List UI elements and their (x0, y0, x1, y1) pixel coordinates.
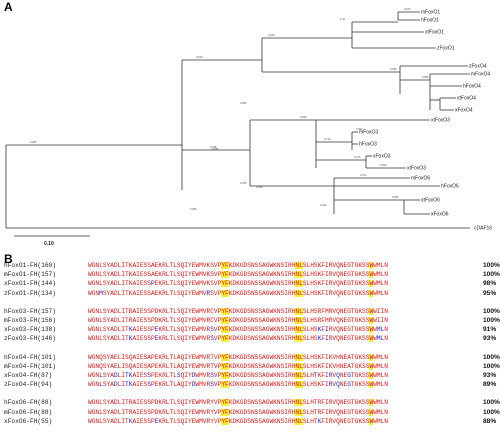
bootstrap-value: 0.917 (360, 173, 367, 177)
sequence-residues: WGNLSYADLITKAIESSPEKRLTLSQIYEWMVRSVPYFKD… (88, 326, 388, 334)
bootstrap-value: 0.993 (356, 127, 363, 131)
tree-leaf-label: xFoxO4 (455, 108, 473, 114)
bootstrap-value: 0.913 (196, 55, 203, 59)
tree-leaf-label: mFoxO1 (421, 10, 440, 16)
bootstrap-value: 0.895 (212, 147, 219, 151)
sequence-name: xFoxO4-FH(87) (4, 372, 53, 379)
tree-leaf-label: mFoxO3 (359, 130, 378, 136)
tree-leaf-label: xtFoxO4 (457, 96, 476, 102)
bootstrap-value: 0.938 (210, 145, 217, 149)
tree-leaf-label: zFoxO4 (469, 64, 487, 70)
tree-leaf-label: xtFoxO3 (431, 118, 450, 124)
tree-leaf-label: xtFoxO1 (425, 30, 444, 36)
sequence-name: hFoxO1-FH(160) (4, 262, 56, 269)
tree-leaf-label: cDAF16 (474, 226, 492, 232)
identity-percent: 93% (483, 335, 497, 343)
identity-percent: 98% (483, 280, 497, 288)
identity-percent: 100% (483, 408, 500, 416)
tree-leaf-label: xtFoxO6 (421, 198, 440, 204)
scale-bar-label: 0.10 (44, 241, 54, 247)
bootstrap-value: 0.944 (320, 203, 327, 207)
sequence-residues: WGNLSYADLITKAIESSAEKRLTLSQIYEWMVKSVPYFKD… (88, 271, 388, 279)
sequence-residues: WGNLSYADLITKAIESSPEKRLTLSQIYEWMVKSVPYFKD… (88, 280, 388, 288)
bootstrap-value: 0.995 (256, 185, 263, 189)
sequence-residues: WGNLSYADLITRAIESSPDKRLTLSQIYEWMVRCVPYFKD… (88, 317, 388, 324)
tree-leaf-label: hFoxO3 (359, 142, 377, 148)
sequence-residues: WGNLSYADLITRAIESSPDKRLTLSQIYEWMVRYVPYFKD… (88, 399, 388, 407)
tree-leaf-label: mFoxO6 (411, 176, 430, 182)
tree-leaf-label: zFoxO1 (437, 46, 455, 52)
bootstrap-value: 0.808 (422, 75, 429, 79)
tree-leaf-label: xtFoxO3 (407, 166, 426, 172)
panel-label-b: B (4, 252, 13, 266)
identity-percent: 100% (483, 353, 500, 361)
panel-label-a: A (4, 0, 13, 14)
identity-percent: 93% (483, 372, 497, 379)
tree-leaf-label: xFoxO6 (431, 212, 449, 218)
sequence-name: mFoxO1-FH(157) (4, 271, 56, 279)
bootstrap-value: 0.963 (392, 195, 399, 199)
sequence-name: mFoxO4-FH(101) (4, 362, 56, 370)
sequence-name: hFoxO6-FH(88) (4, 399, 53, 407)
sequence-name: mFoxO6-FH(88) (4, 408, 53, 416)
bootstrap-value: 0.992 (380, 163, 387, 167)
sequence-residues: WGNLSYADLITKAIESSAEKRLTLSQIYEWMVKSVPYFKD… (88, 262, 388, 269)
tree-leaf-label: hFoxO6 (441, 184, 459, 190)
sequence-name: hFoxO4-FH(101) (4, 353, 56, 361)
identity-percent: 100% (483, 262, 500, 269)
sequence-name: hFoxO3-FH(157) (4, 307, 56, 315)
identity-percent: 100% (483, 317, 500, 324)
sequence-name: mFoxO3-FH(156) (4, 317, 56, 324)
sequence-residues: WGNLSYADLITKAIESSPEKRLTLSQIYDWMVRSVPYFKD… (88, 372, 388, 379)
sequence-residues: WGNLSYADLITRAIESSPDKRLTLSQIYEWMVRYVPYFKD… (88, 408, 388, 416)
tree-leaf-label: hFoxO4 (463, 84, 481, 90)
bootstrap-value: 0.928 (300, 115, 307, 119)
identity-percent: 100% (483, 307, 500, 315)
identity-percent: 95% (483, 289, 497, 297)
sequence-residues: WGNQSYAELISQAIESAPEKRLTLAQIYEWMVRTVPYFKD… (88, 362, 388, 370)
sequence-name: zFoxO4-FH(94) (4, 381, 53, 389)
sequence-residues: WGNLSYADLITKAIESSPEKRLTLSQIYEWMVRYVPYFKD… (88, 417, 388, 425)
phylogenetic-tree: cDAF16 0.983 0.913 0.939 1.00 mFoxO1 hFoxO1 0.9… (5, 7, 492, 247)
bootstrap-value: 0.915 (240, 181, 247, 185)
identity-percent: 100% (483, 271, 500, 279)
bootstrap-value: 0.979 (354, 155, 361, 159)
sequence-name: zFoxO1-FH(134) (4, 289, 56, 297)
bootstrap-value: 0.955 (190, 207, 197, 211)
tree-leaf-label: xFoxO3 (373, 154, 391, 160)
bootstrap-value: 0.742 (324, 137, 331, 141)
identity-percent: 100% (483, 362, 500, 370)
sequence-name: xFoxO6-FH(55) (4, 417, 53, 425)
bootstrap-value: 0.983 (30, 140, 37, 144)
sequence-name: xFoxO3-FH(138) (4, 326, 56, 334)
sequence-residues: WGNLSYADLITKAIESSPEKRLTLAQIYDWMVRSVPYFKD… (88, 381, 388, 389)
bootstrap-value: 1.00 (340, 17, 346, 21)
sequence-residues: WGNLSYADLITKAIESSPEKRLTLSQIYEWMVRSVPYFKD… (88, 335, 388, 343)
sequence-residues: WGNLSYADLITRAIESSPDKRLTLSQIYEWMVRCVPYFKD… (88, 307, 388, 315)
sequence-name: zFoxO3-FH(146) (4, 335, 56, 343)
tree-leaf-label: hFoxO1 (421, 18, 439, 24)
sequence-residues: WGNQSYAELISQAIESAPEKRLTLAQIYEWMVRTVPYFKD… (88, 353, 388, 361)
identity-percent: 100% (483, 399, 500, 407)
identity-percent: 91% (483, 326, 497, 334)
bootstrap-value: 0.856 (240, 101, 247, 105)
identity-percent: 89% (483, 381, 497, 389)
sequence-residues: WGNMSYADLITKAIESSAEKRLTLSQIYEWMVRSVPYFKD… (88, 289, 388, 297)
identity-percent: 88% (483, 417, 497, 425)
bootstrap-value: 0.974 (404, 7, 411, 11)
bootstrap-value: 0.939 (268, 33, 275, 37)
bootstrap-value: 0.955 (390, 67, 397, 71)
tree-leaf-label: mFoxO4 (471, 72, 490, 78)
sequence-name: xFoxO1-FH(144) (4, 280, 56, 288)
